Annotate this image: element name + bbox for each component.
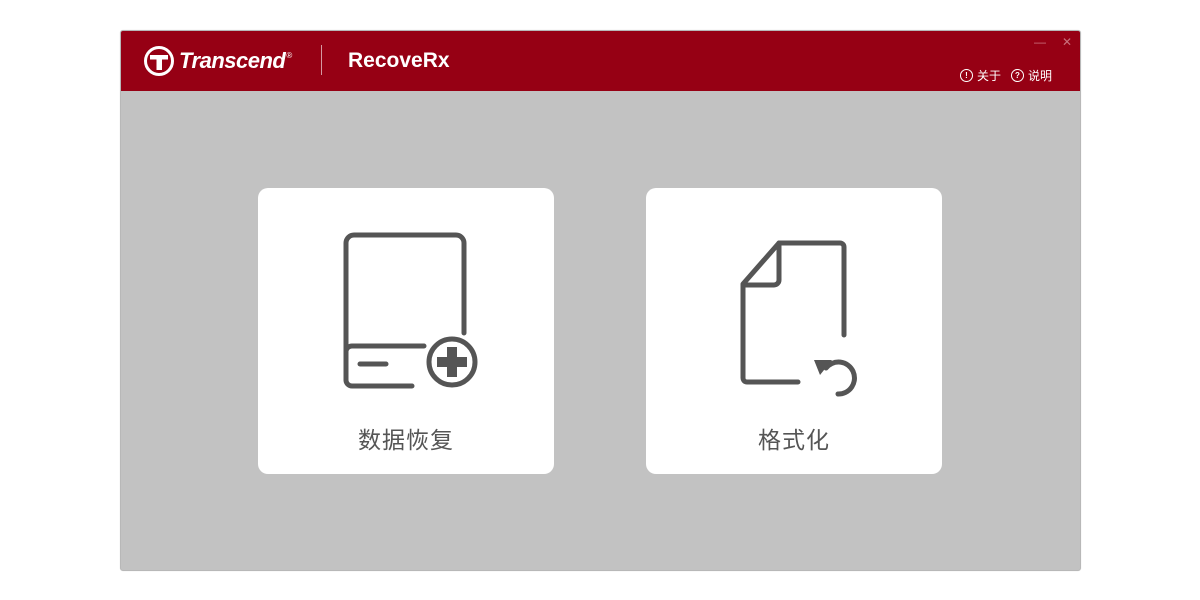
app-window: Transcend ® RecoveRx — ✕ ! 关于 ? 说明 bbox=[120, 30, 1081, 571]
minimize-button[interactable]: — bbox=[1033, 35, 1046, 49]
title-bar: Transcend ® RecoveRx — ✕ ! 关于 ? 说明 bbox=[121, 31, 1080, 91]
header-links: ! 关于 ? 说明 bbox=[959, 67, 1052, 84]
app-title: RecoveRx bbox=[348, 49, 450, 72]
registered-mark: ® bbox=[286, 50, 293, 60]
help-link[interactable]: ? 说明 bbox=[1010, 67, 1052, 84]
data-recovery-label: 数据恢复 bbox=[358, 427, 454, 453]
window-controls: — ✕ bbox=[1034, 35, 1072, 49]
about-link[interactable]: ! 关于 bbox=[959, 67, 1001, 84]
title-divider bbox=[321, 45, 322, 75]
format-card[interactable]: 格式化 bbox=[646, 188, 942, 474]
transcend-logo: Transcend ® bbox=[143, 45, 292, 77]
format-label: 格式化 bbox=[758, 427, 830, 453]
close-button[interactable]: ✕ bbox=[1061, 35, 1072, 49]
help-label: 说明 bbox=[1027, 69, 1052, 83]
help-icon: ? bbox=[1010, 69, 1024, 82]
data-recovery-card[interactable]: 数据恢复 bbox=[258, 188, 554, 474]
about-label: 关于 bbox=[976, 69, 1001, 83]
brand-name: Transcend bbox=[179, 48, 286, 73]
transcend-t-icon bbox=[144, 46, 174, 76]
drive-add-icon bbox=[343, 232, 478, 389]
file-undo-icon bbox=[740, 240, 857, 397]
info-icon: ! bbox=[959, 69, 973, 82]
